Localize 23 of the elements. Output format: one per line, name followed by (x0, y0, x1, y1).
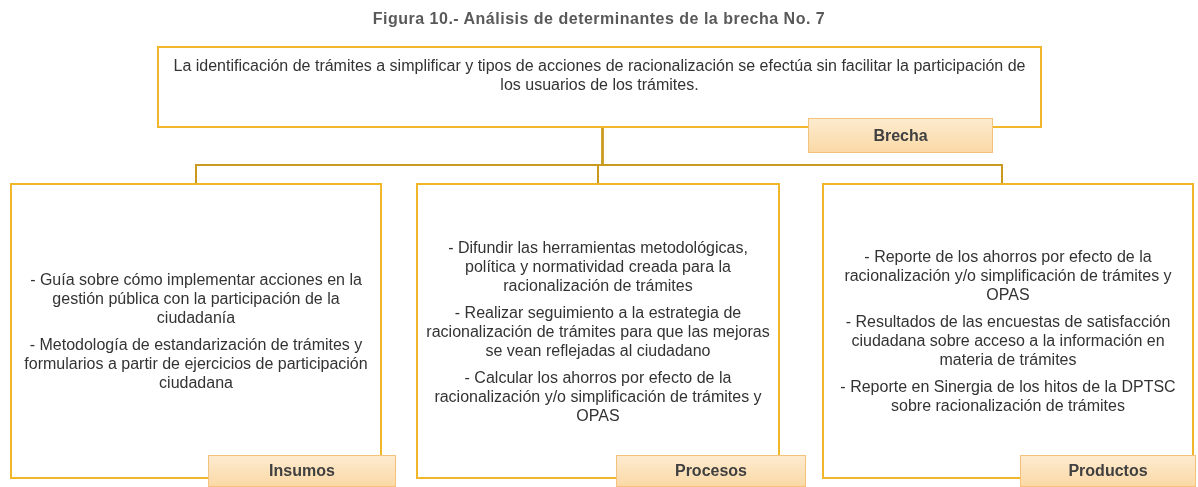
text-box (157, 46, 1042, 128)
section-tab (616, 455, 806, 487)
tab-label: Insumos (269, 462, 335, 480)
text-box (822, 183, 1194, 479)
text-box (10, 183, 382, 479)
tab-label: Productos (1068, 462, 1148, 480)
body-text: - Resultados de las encuestas de satisfacción ciudadana sobre acceso a la información en materia de trámites (844, 312, 1172, 369)
body-text: - Calcular los ahorros por efecto de la racionalización y/o simplificación de trámites y OPAS (433, 367, 763, 425)
figure-title: Figura 10.- Análisis de determinantes de la brecha No. 7 (371, 10, 827, 28)
body-text: - Realizar seguimiento a la estrategia de racionalización de trámites para que las mejoras se vean reflejadas al ciudadano (425, 302, 771, 360)
connector-line (601, 127, 1003, 184)
body-text: - Metodología de estandarización de trámites y formularios a partir de ejercicios de participación ciudadana (23, 335, 369, 392)
tab-label: Brecha (873, 126, 928, 145)
section-tab (1020, 455, 1196, 487)
section-tab (208, 455, 396, 487)
body-text: La identificación de trámites a simplificar y tipos de acciones de racionalización se efectúa sin facilitar la participación de los usuarios de los trámites. (172, 56, 1027, 94)
section-tab (808, 118, 993, 153)
body-text: - Reporte en Sinergia de los hitos de la DPTSC sobre racionalización de trámites (839, 377, 1177, 415)
tab-label: Procesos (674, 462, 747, 480)
body-text: - Difundir las herramientas metodológicas, política y normatividad creada para la racionalización de trámites (447, 237, 749, 295)
text-box (416, 183, 780, 479)
body-text: - Reporte de los ahorros por efecto de la racionalización y/o simplificación de trámites y OPAS (843, 247, 1173, 304)
body-text: - Guía sobre cómo implementar acciones en la gestión pública con la participación de la ciudadanía (29, 270, 363, 327)
